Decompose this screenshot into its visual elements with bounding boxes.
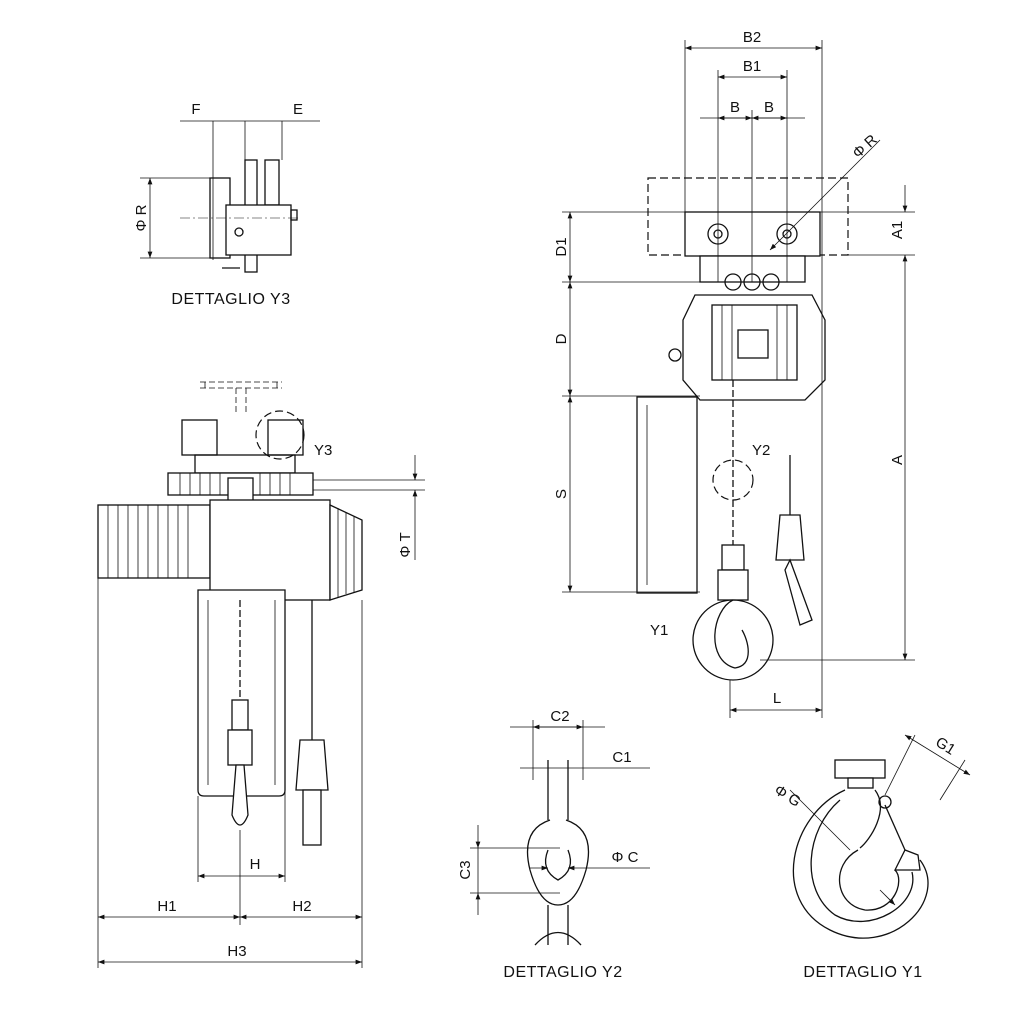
dim-d-label: D bbox=[553, 333, 570, 344]
dim-h1-label: H1 bbox=[157, 898, 176, 915]
dim-e-label: E bbox=[293, 101, 303, 118]
detail-y3: F E Φ R DETTAGLIO Y3 bbox=[133, 101, 320, 308]
dim-b-left-label: B bbox=[730, 99, 740, 116]
dim-a-label: A bbox=[889, 455, 906, 465]
dim-h2-label: H2 bbox=[292, 898, 311, 915]
dim-r-label: Φ R bbox=[133, 204, 150, 231]
dim-l-label: L bbox=[773, 690, 781, 707]
dim-b1-label: B1 bbox=[743, 58, 761, 75]
callout-y1: Y1 bbox=[650, 622, 668, 639]
dim-g1-label: G1 bbox=[932, 734, 958, 759]
detail-y3-title: DETTAGLIO Y3 bbox=[171, 291, 290, 308]
detail-y1-title: DETTAGLIO Y1 bbox=[803, 964, 922, 981]
dim-c3-label: C3 bbox=[457, 860, 474, 879]
dim-d1-label: D1 bbox=[553, 237, 570, 256]
side-view-hoist: Y3 Φ T H H1 H2 H3 bbox=[97, 381, 425, 968]
dim-h3-label: H3 bbox=[227, 943, 246, 960]
callout-y2: Y2 bbox=[752, 442, 770, 459]
detail-y2-title: DETTAGLIO Y2 bbox=[503, 964, 622, 981]
dim-h-label: H bbox=[250, 856, 261, 873]
dim-c1-label: C1 bbox=[612, 749, 631, 766]
dim-c-label: Φ C bbox=[612, 849, 639, 866]
dim-b-right-label: B bbox=[764, 99, 774, 116]
dim-r-front-label: Φ R bbox=[849, 131, 881, 162]
dim-g-label: Φ G bbox=[771, 782, 804, 811]
dim-t-label: Φ T bbox=[397, 532, 414, 557]
dim-f-label: F bbox=[191, 101, 200, 118]
dim-a1-label: A1 bbox=[889, 221, 906, 239]
detail-y1: Φ G G1 DETTAGLIO Y1 bbox=[771, 734, 971, 981]
detail-y2: C2 C1 Φ C C3 DETTAGLIO Y2 bbox=[457, 708, 650, 981]
callout-y3: Y3 bbox=[314, 442, 332, 459]
dim-c2-label: C2 bbox=[550, 708, 569, 725]
dim-b2-label: B2 bbox=[743, 29, 761, 46]
front-view-hoist: B2 B1 B B Φ R A1 D1 D S A Y2 Y1 L bbox=[553, 29, 915, 718]
dim-s-label: S bbox=[553, 489, 570, 499]
